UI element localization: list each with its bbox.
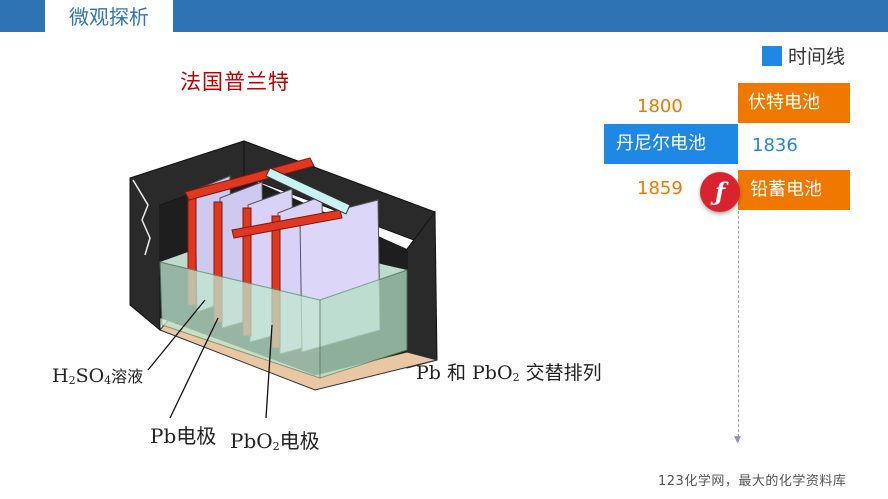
timeline-year-1800: 1800 [637,96,683,117]
label-arrangement: Pb 和 PbO2 交替排列 [416,362,602,384]
timeline-event-volta[interactable]: 伏特电池 [738,83,850,123]
timeline-event-daniell[interactable]: 丹尼尔电池 [604,124,738,164]
diagram-title: 法国普兰特 [180,70,290,94]
pointer-electrolyte [147,299,206,371]
pointer-pb [169,317,219,419]
legend-square-icon [762,45,782,66]
pointer-pbo2 [265,324,273,419]
footer-text: 123化学网，最大的化学资料库 [658,474,847,489]
timeline-event-lead-acid[interactable]: 铅蓄电池 [738,170,850,210]
section-title: 微观探析 [45,0,173,34]
label-pbo2-electrode: PbO2电极 [230,429,320,453]
label-pb-electrode: Pb电极 [150,424,217,448]
legend-label: 时间线 [788,46,846,68]
timeline-year-1836: 1836 [752,135,798,156]
label-electrolyte: H2SO4溶液 [52,365,144,387]
timeline-arrow-icon: ▼ [734,435,741,445]
flash-player-icon[interactable]: ƒ [700,172,740,212]
timeline-year-1859: 1859 [637,178,683,199]
timeline-axis [738,196,739,442]
legend: 时间线 [762,42,845,69]
